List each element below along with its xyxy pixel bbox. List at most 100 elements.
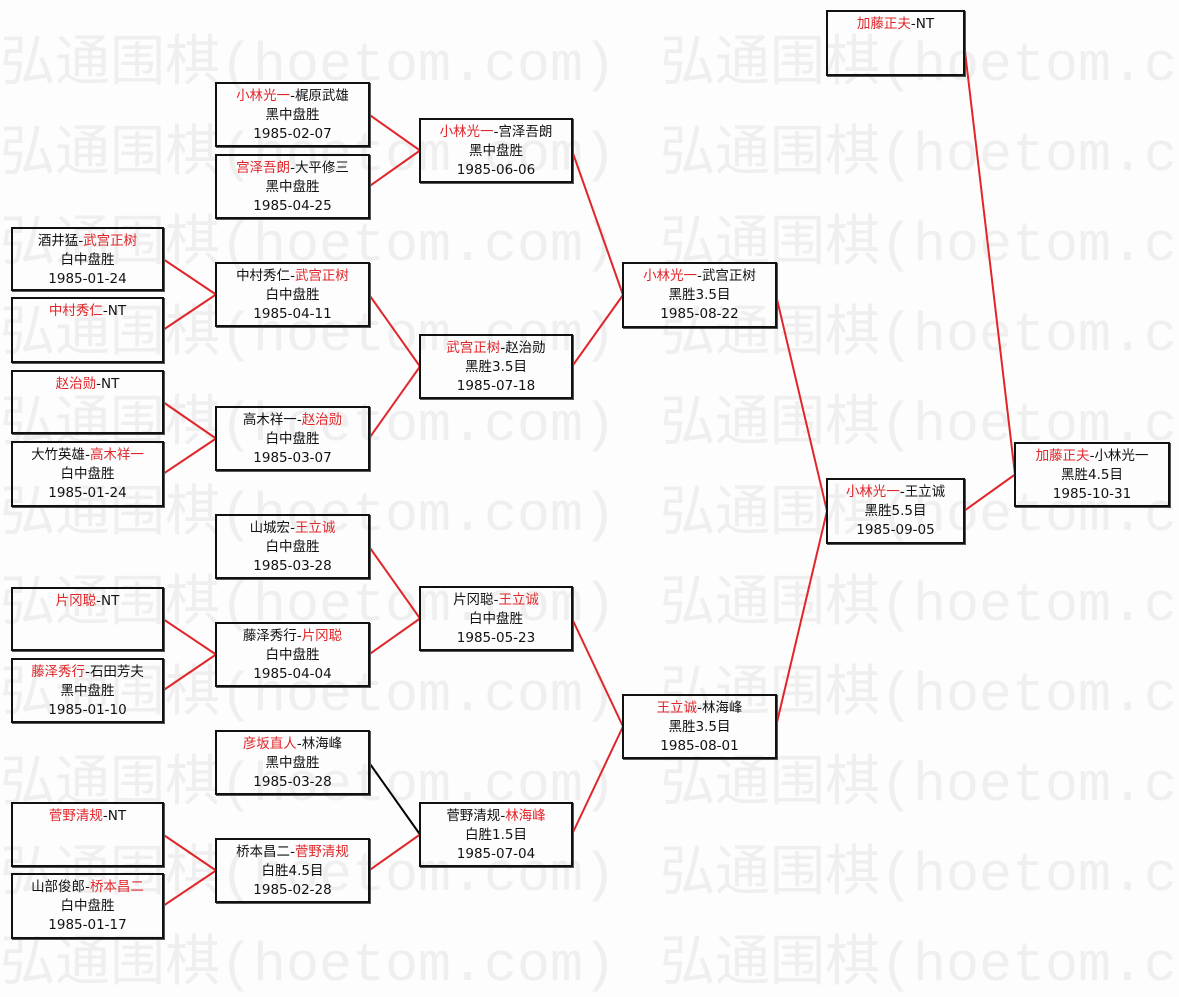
bracket-connector: [162, 618, 217, 656]
bracket-connector: [368, 545, 421, 620]
bracket-connector: [775, 510, 828, 727]
player-1: 中村秀仁: [48, 303, 103, 319]
bracket-connector: [162, 437, 217, 475]
separator: -: [697, 268, 702, 284]
player-1: 加藤正夫: [856, 16, 911, 32]
match-players: 加藤正夫-NT: [828, 15, 963, 34]
bracket-connector: [162, 293, 217, 331]
match-players: 山城宏-王立诚: [217, 519, 368, 538]
player-1: 片冈聪: [55, 593, 97, 609]
match-date: 1985-04-04: [253, 666, 332, 682]
player-2: 王立诚: [498, 592, 539, 608]
separator: -: [102, 808, 108, 824]
match-players: 王立诚-林海峰: [624, 699, 775, 718]
separator: -: [290, 88, 295, 104]
match-date: 1985-03-28: [253, 774, 332, 790]
player-1: 菅野清规: [48, 808, 103, 824]
separator: -: [290, 160, 295, 176]
bracket-connector: [162, 869, 217, 907]
player-2: NT: [101, 593, 120, 609]
match-result: 黑胜4.5目: [1061, 467, 1123, 483]
bracket-connector: [368, 293, 421, 368]
player-1: 宫泽吾朗: [236, 160, 291, 176]
player-2: 林海峰: [701, 700, 743, 716]
bracket-connector: [571, 150, 624, 296]
match-players: 小林光一-武宫正树: [624, 267, 775, 286]
bracket-connector: [571, 294, 624, 368]
match-players: 藤泽秀行-石田芳夫: [13, 663, 162, 682]
match-box: 菅野清规-NT: [11, 802, 164, 867]
player-2: NT: [915, 16, 935, 32]
bracket-connector: [368, 833, 421, 872]
bracket-connectors: [162, 42, 1016, 907]
separator: -: [296, 412, 302, 428]
match-result: 黑中盘胜: [469, 143, 523, 159]
match-date: 1985-08-01: [660, 738, 739, 754]
player-2: NT: [107, 303, 127, 319]
bracket-connector: [571, 618, 624, 727]
bracket-connector: [775, 294, 828, 512]
match-result: 黑中盘胜: [265, 755, 320, 771]
player-1: 藤泽秀行: [31, 664, 86, 680]
player-2: NT: [101, 376, 120, 392]
match-date: 1985-04-11: [253, 306, 332, 322]
match-players: 小林光一-梶原武雄: [217, 87, 368, 106]
match-result: 白中盘胜: [60, 252, 115, 268]
match-result: 黑中盘胜: [60, 683, 115, 699]
player-1: 小林光一: [439, 124, 494, 140]
match-players: 小林光一-王立诚: [828, 483, 963, 502]
player-2: 桥本昌二: [89, 879, 144, 895]
match-players: 赵治勋-NT: [13, 375, 162, 394]
bracket-connector: [162, 653, 217, 692]
separator: -: [85, 447, 90, 463]
match-date: 1985-07-18: [456, 378, 536, 394]
bracket-connector: [571, 726, 624, 835]
bracket-connector: [368, 365, 421, 440]
match-players: 酒井猛-武宫正树: [13, 232, 162, 251]
player-2: 大平修三: [294, 160, 349, 176]
match-players: 桥本昌二-菅野清规: [217, 843, 368, 862]
separator: -: [296, 628, 302, 644]
bracket-connector: [162, 401, 217, 440]
player-1: 大竹英雄: [31, 447, 86, 463]
match-date: 1985-04-25: [253, 198, 332, 214]
player-1: 菅野清规: [446, 808, 501, 824]
match-date: 1985-08-22: [660, 306, 739, 322]
match-result: 黑中盘胜: [265, 107, 320, 123]
match-date: 1985-01-24: [48, 485, 127, 501]
match-box: 赵治勋-NT: [11, 370, 164, 434]
match-box: 加藤正夫-NT: [826, 10, 965, 76]
bracket-connector: [368, 113, 421, 152]
separator: -: [85, 879, 90, 895]
match-players: 大竹英雄-高木祥一: [13, 446, 162, 465]
separator: -: [290, 268, 295, 284]
player-2: 林海峰: [301, 736, 343, 752]
separator: -: [85, 664, 90, 680]
match-players: 小林光一-宫泽吾朗: [421, 123, 571, 142]
player-1: 山部俊郎: [31, 879, 86, 895]
player-1: 片冈聪: [453, 592, 494, 608]
player-2: 片冈聪: [301, 628, 343, 644]
player-1: 藤泽秀行: [242, 628, 297, 644]
separator: -: [78, 233, 84, 249]
player-1: 中村秀仁: [236, 268, 291, 284]
player-1: 小林光一: [845, 484, 900, 500]
match-date: 1985-07-04: [456, 846, 536, 862]
player-1: 加藤正夫: [1035, 448, 1090, 464]
match-result: 白胜4.5目: [261, 863, 324, 879]
match-date: 1985-03-07: [253, 450, 332, 466]
match-players: 片冈聪-NT: [13, 592, 162, 611]
